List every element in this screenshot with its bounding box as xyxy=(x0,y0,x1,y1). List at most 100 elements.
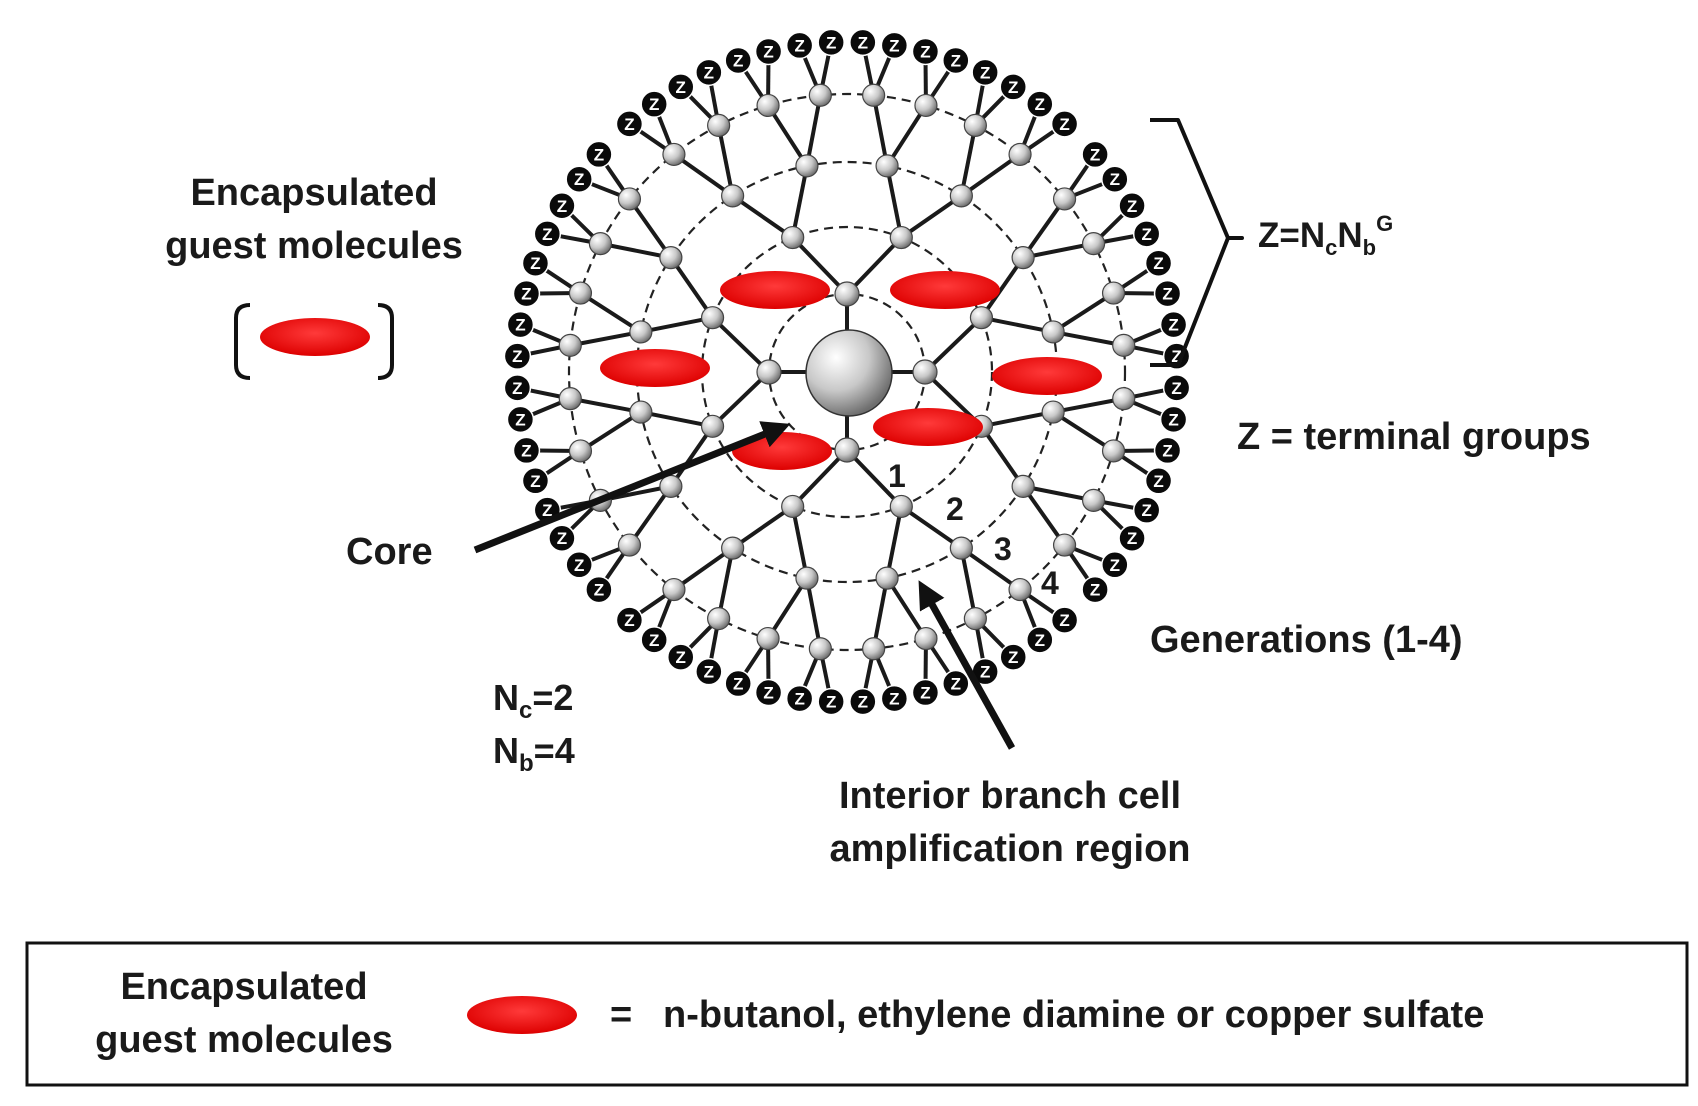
terminal-circle xyxy=(521,467,550,495)
generation-2-node xyxy=(700,414,725,438)
generation-number-1: 1 xyxy=(888,458,906,494)
terminal-circle xyxy=(695,657,723,686)
generation-4-node xyxy=(568,439,593,463)
generation-3-bond xyxy=(640,410,713,429)
generation-4-bond xyxy=(871,577,890,650)
generation-4-bond xyxy=(885,104,928,167)
terminal-group: Z xyxy=(512,279,541,308)
generation-2-bond xyxy=(711,370,771,428)
generation-4-bond xyxy=(960,152,1022,198)
terminal-label: Z xyxy=(733,675,743,694)
generation-2-bond xyxy=(711,316,771,374)
generation-4-node xyxy=(707,606,731,631)
left-bracket xyxy=(234,303,251,380)
terminal-circle xyxy=(1153,279,1182,308)
terminal-label: Z xyxy=(1110,556,1120,575)
terminal-label: Z xyxy=(1110,170,1120,189)
terminal-group: Z xyxy=(785,31,814,60)
guest-molecule xyxy=(873,408,983,446)
generation-3-bond xyxy=(669,256,715,319)
terminal-circle xyxy=(521,249,550,277)
terminal-group: Z xyxy=(724,669,752,698)
generation-4-bond xyxy=(885,577,928,640)
terminal-group: Z xyxy=(615,110,644,138)
generation-number-3: 3 xyxy=(994,531,1012,567)
generation-4-bond xyxy=(569,396,642,415)
terminal-group: Z xyxy=(1101,165,1129,193)
terminal-group: Z xyxy=(1159,310,1188,339)
terminal-circle xyxy=(503,374,532,402)
generation-3-bond xyxy=(981,315,1054,334)
generation-4-bond xyxy=(579,410,642,453)
terminal-label: Z xyxy=(1090,145,1100,164)
terminal-label: Z xyxy=(1008,648,1018,667)
generation-3-node xyxy=(875,566,899,590)
legend-guest-molecule xyxy=(467,996,577,1034)
terminal-group: Z xyxy=(880,31,909,60)
generation-4-node xyxy=(558,387,582,411)
terminal-group: Z xyxy=(565,551,593,579)
terminal-circle xyxy=(1026,90,1054,118)
terminal-group: Z xyxy=(1162,374,1191,402)
terminal-group: Z xyxy=(667,73,695,101)
terminal-group: Z xyxy=(1153,436,1182,465)
terminal-label: Z xyxy=(704,63,714,82)
terminal-circle xyxy=(1162,374,1191,402)
generation-4-node xyxy=(1052,187,1077,211)
generation-number-2: 2 xyxy=(946,491,964,527)
terminal-group: Z xyxy=(548,192,576,220)
terminal-group: Z xyxy=(1159,405,1188,434)
generation-3-bond xyxy=(885,165,904,238)
terminal-label: Z xyxy=(1168,316,1178,335)
terminal-label: Z xyxy=(1171,347,1181,366)
z-formula-prefix: Z=N xyxy=(1258,216,1325,255)
generation-3-node xyxy=(1041,400,1065,424)
terminal-group: Z xyxy=(1026,626,1054,654)
generation-4-bond xyxy=(766,577,809,640)
terminal-group: Z xyxy=(503,374,532,402)
generation-4-bond xyxy=(960,546,1022,592)
generation-4-bond xyxy=(627,197,673,259)
terminal-circle xyxy=(785,31,814,60)
generation-3-node xyxy=(795,566,819,590)
generation-4-bond xyxy=(600,241,672,260)
terminal-label: Z xyxy=(624,115,634,134)
generation-2-bond xyxy=(845,236,903,296)
terminal-label: Z xyxy=(1090,581,1100,600)
terminal-group: Z xyxy=(512,436,541,465)
generation-3-node xyxy=(629,400,653,424)
terminal-label: Z xyxy=(889,36,899,55)
terminal-circle xyxy=(667,643,695,671)
terminal-group: Z xyxy=(942,669,970,698)
terminal-circle xyxy=(503,342,532,370)
terminal-group: Z xyxy=(1144,249,1173,277)
terminal-label: Z xyxy=(1171,379,1181,398)
terminal-label: Z xyxy=(515,316,525,335)
terminal-group: Z xyxy=(548,524,576,552)
terminal-circle xyxy=(849,687,877,716)
terminal-group: Z xyxy=(667,643,695,671)
terminal-circle xyxy=(1026,626,1054,654)
terminal-circle xyxy=(548,192,576,220)
terminal-circle xyxy=(754,37,783,66)
generation-3-bond xyxy=(979,256,1025,319)
generation-2-node xyxy=(700,306,725,330)
terminal-circle xyxy=(911,37,940,66)
terminal-group: Z xyxy=(1081,140,1109,169)
terminal-label: Z xyxy=(542,225,552,244)
terminal-group: Z xyxy=(1101,551,1129,579)
terminal-circle xyxy=(1101,551,1129,579)
terminal-group: Z xyxy=(849,28,877,57)
generation-2-node xyxy=(781,225,805,250)
terminal-circle xyxy=(942,46,970,75)
terminal-group: Z xyxy=(506,405,535,434)
terminal-group: Z xyxy=(754,678,783,707)
terminal-group: Z xyxy=(1132,496,1161,524)
terminal-circle xyxy=(640,626,668,654)
generation-3-node xyxy=(721,536,745,560)
terminal-circle xyxy=(971,58,999,87)
generation-4-node xyxy=(756,626,780,651)
generation-4-bond xyxy=(627,485,673,547)
interior-label-line2: amplification region xyxy=(829,828,1190,870)
terminal-label: Z xyxy=(920,684,930,703)
